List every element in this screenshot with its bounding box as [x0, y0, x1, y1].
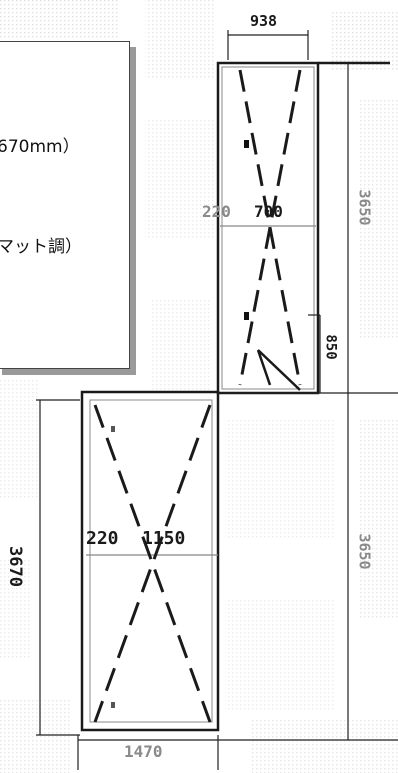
lower-left-height-label: 3670	[4, 546, 25, 587]
lower-width-label: 1150	[142, 528, 186, 549]
bottom-width-label: 1470	[124, 742, 163, 761]
upper-left-gap-label: 220	[202, 202, 231, 221]
panel-line-2: マット調）	[0, 237, 82, 257]
upper-total-height-label: 3650	[355, 189, 374, 226]
panel-line-1: 670mm）	[0, 137, 80, 157]
lower-cabinet	[80, 390, 220, 732]
top-width-label: 938	[250, 12, 278, 30]
small-height-label: 850	[322, 334, 339, 360]
dimension-lines	[36, 30, 398, 770]
lower-left-gap-label: 220	[86, 528, 119, 549]
info-panel: 670mm） マット調）	[0, 41, 130, 369]
upper-right-width-label: 700	[254, 202, 283, 221]
lower-right-height-label: 3650	[355, 533, 374, 570]
